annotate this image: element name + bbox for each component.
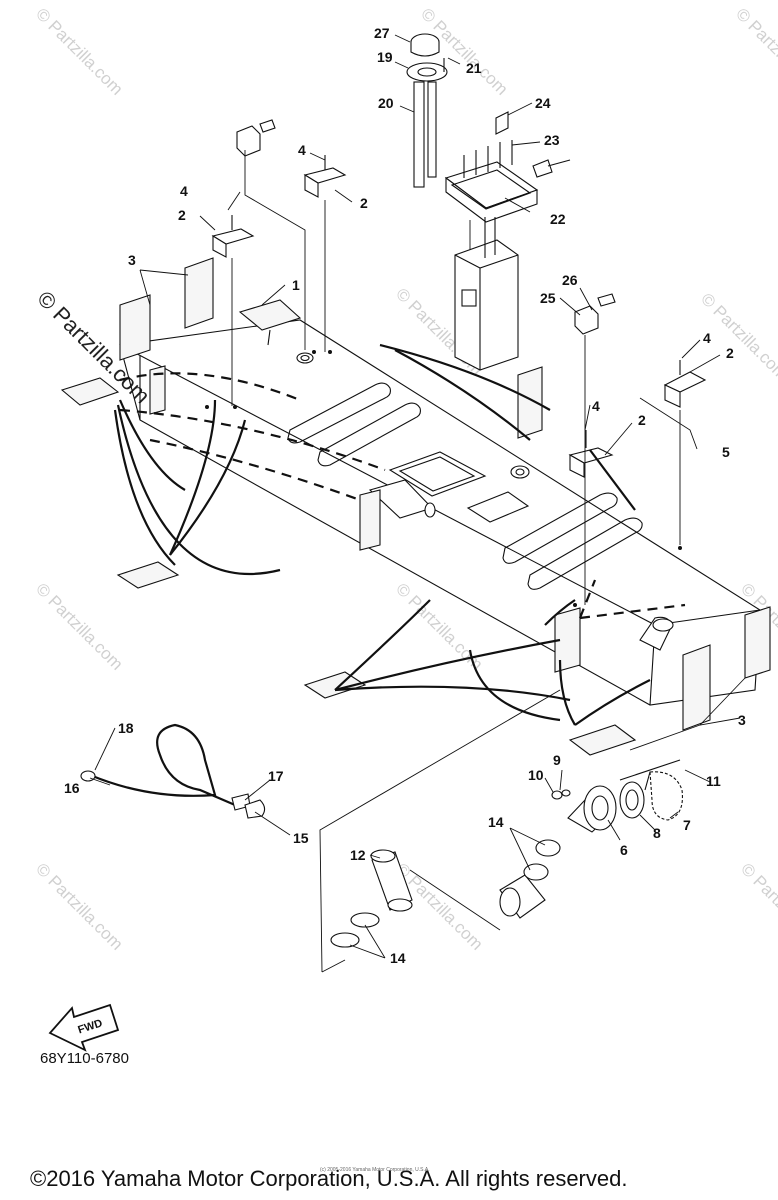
callout-14: 14 [390,950,406,966]
fwd-arrow-icon: FWD [48,1003,120,1052]
brackets [211,155,707,478]
callout-14: 14 [488,814,504,830]
callout-23: 23 [544,132,560,148]
pointer-lines [113,150,686,973]
callout-4: 4 [298,142,306,158]
callout-4: 4 [703,330,711,346]
callout-10: 10 [528,767,544,783]
callout-16: 16 [64,780,80,796]
callout-11: 11 [706,773,721,789]
callout-6: 6 [620,842,628,858]
rubber-pads [60,257,771,756]
sensor-caps [236,119,616,335]
callout-26: 26 [562,272,578,288]
callout-12: 12 [350,847,366,863]
callout-3: 3 [128,252,136,268]
hose-assembly [80,723,683,948]
watermark: © Partzilla.com [32,579,126,673]
callout-19: 19 [377,49,393,65]
callout-leaders [89,34,746,959]
watermark: © Partzilla.com [732,4,778,98]
callout-4: 4 [180,183,188,199]
callout-25: 25 [540,290,556,306]
callout-5: 5 [722,444,730,460]
diagram-code: 68Y110-6780 [40,1050,129,1067]
callout-2: 2 [638,412,646,428]
callout-4: 4 [592,398,600,414]
callout-7: 7 [683,817,691,833]
callout-21: 21 [466,60,482,76]
callout-20: 20 [378,95,394,111]
callout-17: 17 [268,768,284,784]
callout-15: 15 [293,830,309,846]
callout-2: 2 [726,345,734,361]
watermark: © Partzilla.com [32,859,126,953]
callout-24: 24 [535,95,551,111]
callout-8: 8 [653,825,661,841]
copyright-notice: ©2016 Yamaha Motor Corporation, U.S.A. A… [30,1166,628,1191]
fuel-tank [119,319,761,706]
small-notice: (c) 2005-2016 Yamaha Motor Corporation, … [320,1167,430,1173]
watermark: © Partzilla.com [32,4,126,98]
fuel-sender-assembly [406,33,571,371]
watermark: © Partzilla.com [737,859,778,953]
callout-2: 2 [360,195,368,211]
callout-27: 27 [374,25,390,41]
callout-18: 18 [118,720,134,736]
callout-2: 2 [178,207,186,223]
callout-22: 22 [550,211,566,227]
callout-3: 3 [738,712,746,728]
callout-numbers: 1 2 2 2 2 3 3 3 4 4 4 4 5 6 7 8 9 10 11 … [64,25,746,966]
callout-9: 9 [553,752,561,768]
callout-1: 1 [292,277,300,293]
